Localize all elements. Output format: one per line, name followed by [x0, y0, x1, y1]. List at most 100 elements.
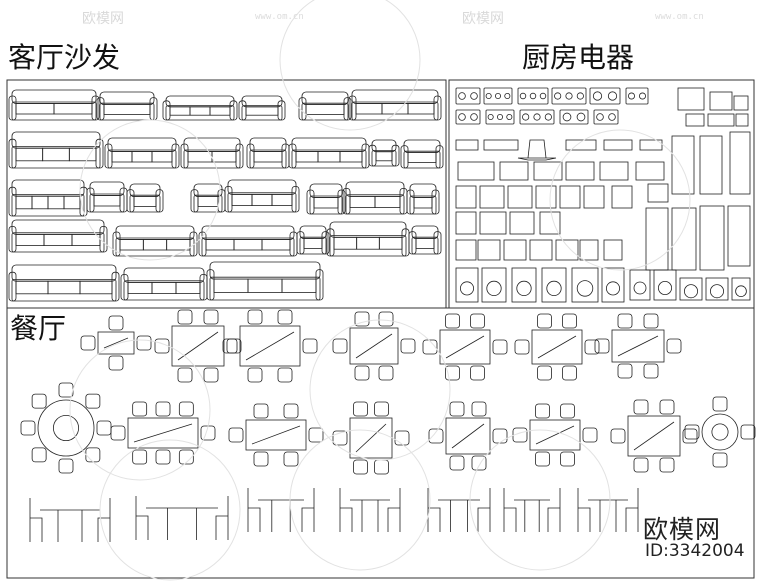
chair-drawing — [666, 338, 682, 354]
watermark-ring — [549, 129, 691, 271]
chair-drawing — [582, 427, 598, 443]
cooktop-body — [589, 87, 621, 105]
chair-drawing — [80, 335, 96, 351]
sofa-base — [409, 195, 437, 215]
sofa-arm — [86, 187, 95, 213]
washer-body — [731, 277, 751, 301]
watermark-url-top-right: www.om.cn — [655, 12, 704, 22]
sofa-arm — [8, 138, 17, 169]
sofa-drawing — [112, 225, 198, 257]
sofa-cushion — [103, 104, 151, 115]
sofa-arm — [277, 100, 286, 121]
sofa-back — [11, 264, 117, 282]
burner — [565, 92, 573, 100]
sofa-base — [291, 149, 367, 169]
sofa-base — [165, 105, 235, 121]
watermark-logo — [69, 339, 211, 481]
sofa-arm — [119, 187, 128, 213]
chair-drawing — [178, 449, 194, 465]
chair-drawing — [584, 339, 600, 355]
watermark-ring — [309, 319, 451, 461]
cooktop-body — [485, 109, 515, 125]
sofa-drawing — [96, 91, 158, 121]
chair-drawing — [422, 339, 438, 355]
table-glass-line — [355, 423, 387, 453]
washer-door — [459, 281, 474, 296]
washer-door — [735, 285, 747, 298]
chair-drawing — [535, 451, 550, 467]
round-table-set — [20, 382, 112, 474]
cooktop-drawing — [483, 87, 513, 105]
sofa-base — [193, 194, 223, 213]
microwave-drawing — [709, 91, 733, 111]
washer-door — [516, 280, 532, 296]
burner — [544, 113, 552, 121]
sink-drawing — [611, 185, 633, 209]
chair-drawing — [643, 313, 659, 329]
sofa-base — [371, 149, 397, 167]
chair-drawing — [177, 367, 193, 383]
chair-drawing — [514, 339, 530, 355]
sofa-cushion — [189, 106, 211, 116]
chair-drawing — [247, 309, 263, 325]
sofa-base — [301, 102, 349, 121]
sofa-arm — [291, 185, 300, 213]
watermark-logo — [279, 0, 421, 131]
washer-door — [606, 281, 621, 296]
washer-body — [601, 267, 625, 303]
chair-drawing — [449, 401, 465, 417]
sink-drawing — [529, 239, 553, 261]
burner — [592, 91, 603, 101]
sofa-cushion — [413, 197, 433, 209]
table-top — [349, 327, 399, 365]
burner — [458, 113, 466, 121]
washer-body — [511, 267, 537, 303]
cooktop-drawing — [485, 109, 515, 125]
sink-drawing — [455, 239, 477, 261]
chair-drawing — [684, 424, 700, 440]
dining-room-heading: 餐厅 — [10, 312, 67, 345]
sofa-back — [183, 137, 241, 152]
table-top — [171, 325, 225, 367]
chair-drawing — [394, 430, 410, 446]
sofa-cushion — [142, 239, 168, 251]
washer-drawing — [571, 267, 599, 303]
sofa-cushion — [79, 280, 113, 295]
sofa-arm — [224, 185, 233, 213]
sofa-back — [123, 267, 205, 283]
sink-drawing — [507, 185, 533, 209]
sofa-back — [201, 225, 295, 240]
chair-drawing — [378, 365, 394, 381]
fridge-drawing — [671, 135, 695, 195]
cooktop-body — [483, 87, 513, 105]
chair-drawing — [222, 338, 238, 354]
dining-table-set — [110, 401, 216, 465]
sofa-cushion — [175, 281, 201, 294]
sofa-base — [249, 149, 287, 169]
sofa-back — [345, 181, 405, 197]
round-table-inner — [711, 423, 729, 441]
round-table-set — [684, 396, 756, 468]
chair-elevation — [339, 488, 353, 532]
sofa-drawing — [180, 137, 244, 169]
sofa-drawing — [224, 179, 300, 213]
sofa-arm — [155, 189, 164, 213]
washer-body — [541, 267, 567, 303]
sofa-back — [11, 89, 97, 104]
washer-drawing — [481, 267, 507, 303]
sofa-arm — [399, 187, 408, 215]
table-glass-line — [633, 421, 675, 451]
washer-drawing — [541, 267, 567, 303]
sink-drawing — [503, 239, 527, 261]
chair-drawing — [740, 424, 756, 440]
washer-drawing — [705, 277, 729, 301]
sofa-arm — [433, 95, 442, 121]
table-top — [245, 419, 307, 451]
fridge-drawing — [699, 135, 723, 195]
sofa-drawing — [8, 179, 88, 217]
hood-drawing — [603, 139, 633, 151]
sofa-cushion — [407, 152, 437, 163]
sofa-drawing — [296, 225, 330, 255]
sofa-cushion — [53, 103, 93, 115]
chair-drawing — [85, 447, 101, 463]
